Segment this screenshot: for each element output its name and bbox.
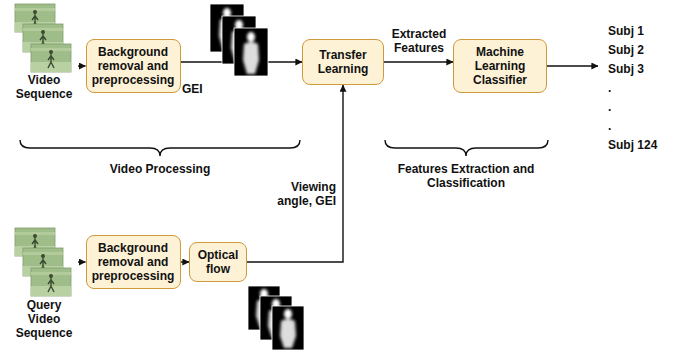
arrow-connector <box>247 85 343 262</box>
node-text: Video Sequence <box>10 73 78 101</box>
process-box: Optical flow <box>189 242 247 282</box>
brace <box>385 140 548 156</box>
gei-images <box>210 4 274 80</box>
node-text: . <box>608 79 676 98</box>
node-text: Subj 124 <box>608 136 676 155</box>
query-video-frames <box>15 228 77 296</box>
node-text: . <box>608 98 676 117</box>
node-text: Background removal and preprocessing <box>91 241 176 283</box>
edge-label: GEI <box>182 82 222 96</box>
node-text: Transfer Learning <box>307 48 379 76</box>
node-text: . <box>608 117 676 136</box>
text-group: Video Sequence <box>10 73 78 101</box>
process-box: Transfer Learning <box>302 39 384 85</box>
arrow-connector <box>384 61 453 62</box>
node-text: Machine Learning Classifier <box>458 45 542 87</box>
text-group: Background removal and preprocessing <box>91 45 176 87</box>
node-text: Subj 3 <box>608 60 676 79</box>
text-group: Background removal and preprocessing <box>91 241 176 283</box>
arrow-connector <box>547 65 598 66</box>
text-group: Machine Learning Classifier <box>458 45 542 87</box>
video-frames <box>15 4 77 72</box>
node-text: Subj 2 <box>608 41 676 60</box>
subject-list: Subj 1Subj 2Subj 3...Subj 124 <box>598 22 676 155</box>
edge-label: Viewing angle, GEI <box>262 180 336 208</box>
edge-label: Extracted Features <box>386 27 452 55</box>
arrow-connector <box>78 261 86 262</box>
query-video-sequence: Query Video Sequence <box>10 226 78 340</box>
node-text: Background removal and preprocessing <box>91 45 176 87</box>
brace <box>20 140 300 156</box>
node-text: Subj 1 <box>608 22 676 41</box>
gei-images <box>248 286 312 352</box>
text-group: Subj 1Subj 2Subj 3...Subj 124 <box>608 22 676 155</box>
group-label: Video Processing <box>60 162 260 176</box>
arrow-connector <box>181 261 190 262</box>
video-sequence: Video Sequence <box>10 3 78 101</box>
process-box: Machine Learning Classifier <box>453 39 547 93</box>
text-group: Query Video Sequence <box>10 298 78 340</box>
text-group: Optical flow <box>194 248 242 276</box>
process-box: Background removal and preprocessing <box>86 39 181 93</box>
group-label: Features Extraction and Classification <box>380 162 552 190</box>
arrow-connector <box>78 65 86 66</box>
text-group: Transfer Learning <box>307 48 379 76</box>
process-box: Background removal and preprocessing <box>86 235 181 289</box>
node-text: Optical flow <box>194 248 242 276</box>
node-text: Query Video Sequence <box>10 298 78 340</box>
